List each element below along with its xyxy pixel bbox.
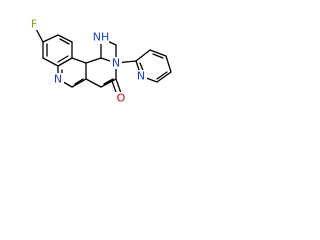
bond bbox=[156, 71, 168, 80]
atom-labels: F N NH N N O bbox=[28, 18, 147, 105]
bond bbox=[149, 49, 167, 57]
label-mask bbox=[115, 92, 127, 104]
label-mask bbox=[52, 73, 64, 85]
bond bbox=[71, 57, 87, 64]
fluorine-label: F bbox=[31, 18, 37, 31]
bond bbox=[135, 49, 151, 62]
bond bbox=[57, 34, 73, 43]
quinoline-nitrogen-label: N bbox=[54, 73, 62, 86]
bond bbox=[100, 78, 117, 88]
nh-label: NH bbox=[93, 31, 110, 44]
label-mask bbox=[94, 31, 109, 44]
bond bbox=[42, 57, 59, 67]
molecule-structure: F N NH N N O bbox=[28, 18, 172, 105]
bond bbox=[85, 57, 102, 64]
bond bbox=[74, 78, 84, 85]
label-mask bbox=[28, 18, 40, 30]
bond bbox=[156, 71, 172, 83]
bond bbox=[57, 57, 73, 67]
bond bbox=[103, 78, 114, 85]
bond bbox=[57, 55, 69, 63]
label-mask bbox=[135, 70, 147, 82]
bond bbox=[85, 78, 102, 88]
pyridine-nitrogen-label: N bbox=[137, 70, 145, 83]
bond bbox=[59, 38, 70, 45]
oxygen-label: O bbox=[117, 92, 126, 105]
bond bbox=[71, 78, 87, 88]
label-mask bbox=[110, 57, 122, 69]
bond bbox=[165, 55, 172, 73]
bond bbox=[152, 53, 164, 59]
bond bbox=[42, 34, 59, 43]
pyrazole-nitrogen-label: N bbox=[112, 57, 120, 70]
